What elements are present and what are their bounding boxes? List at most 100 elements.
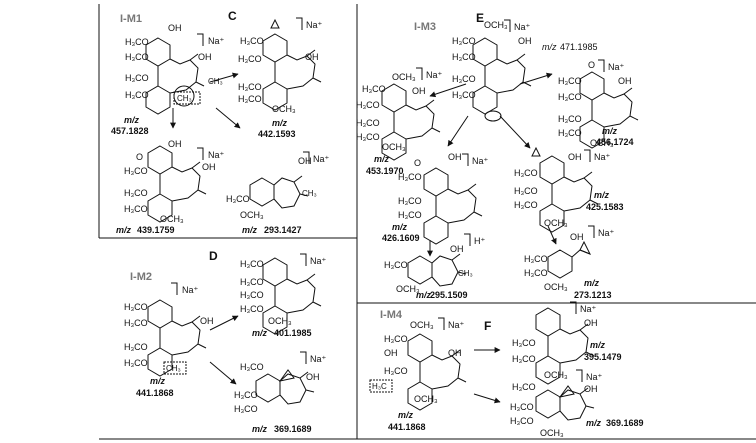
panel-f-letter: F bbox=[484, 319, 491, 333]
panel-f: I-M4 F OCH₃ Na⁺ H₃CO OH OH H₃CO H₃C OCH₃… bbox=[369, 301, 644, 438]
panel-d-compound-id: I-M2 bbox=[130, 271, 152, 283]
ion-na: Na⁺ bbox=[310, 354, 327, 364]
label-och3: OCH₃ bbox=[160, 214, 184, 224]
panel-c-letter: C bbox=[228, 9, 237, 23]
label-h3co: H₃CO bbox=[512, 354, 536, 364]
panel-e-product-426 bbox=[423, 167, 483, 245]
arrow-e-to-456 bbox=[519, 72, 553, 85]
label-ch3: CH₃ bbox=[208, 77, 223, 86]
panel-f-compound-id: I-M4 bbox=[380, 309, 403, 321]
label-och3: OCH₃ bbox=[382, 142, 406, 152]
label-h3co: H₃CO bbox=[558, 76, 582, 86]
label-oh: OH bbox=[168, 139, 182, 149]
arrow-c-to-293 bbox=[215, 107, 241, 129]
panel-c-compound-id: I-M1 bbox=[120, 13, 142, 25]
label-h3co: H₃CO bbox=[125, 52, 149, 62]
panel-c-mz-442: 442.1593 bbox=[258, 129, 296, 139]
panel-e: I-M3 E OCH₃ Na⁺ H₃CO OH m/z 471.1985 H₃C… bbox=[356, 11, 639, 300]
label-h3co: H₃CO bbox=[512, 338, 536, 348]
label-oh: OH bbox=[584, 318, 598, 328]
label-h3co: H₃CO bbox=[398, 196, 422, 206]
mz-label: m/z bbox=[590, 340, 606, 350]
label-och3: OCH₃ bbox=[544, 370, 568, 380]
arrow-e-to-425 bbox=[499, 115, 531, 149]
ion-na: Na⁺ bbox=[306, 20, 323, 30]
panel-c: I-M1 C OH H₃CO H₃CO OH CH₃ H₃CO H₃CO Na⁺… bbox=[111, 9, 330, 235]
label-h3co: H₃CO bbox=[240, 362, 264, 372]
label-och3: OCH₃ bbox=[392, 72, 416, 82]
label-h3co: H₃CO bbox=[512, 382, 536, 392]
loss-site-ellipse bbox=[484, 110, 502, 122]
label-h3co: H₃CO bbox=[226, 194, 250, 204]
label-h3co: H₃CO bbox=[558, 114, 582, 124]
label-h3co: H₃CO bbox=[356, 132, 380, 142]
label-och3: OCH₃ bbox=[272, 104, 296, 114]
label-h3co: H₃CO bbox=[398, 210, 422, 220]
panel-e-product-425 bbox=[531, 146, 599, 233]
label-h3co: H₃CO bbox=[238, 54, 262, 64]
ion-na: Na⁺ bbox=[313, 154, 330, 164]
label-h3co: H₃CO bbox=[384, 334, 408, 344]
mz-label: m/z bbox=[602, 126, 618, 136]
ion-na: Na⁺ bbox=[472, 156, 489, 166]
panel-d-mz-precursor: 441.1868 bbox=[136, 388, 174, 398]
label-oh: OH bbox=[450, 244, 464, 254]
panel-c-mz-precursor: 457.1828 bbox=[111, 126, 149, 136]
label-och3: OCH₃ bbox=[410, 320, 434, 330]
arrow-e-to-453 bbox=[429, 83, 467, 98]
panel-c-mz-439: 439.1759 bbox=[137, 225, 175, 235]
label-h3co: H₃CO bbox=[510, 416, 534, 426]
panel-e-product-273 bbox=[547, 240, 592, 279]
label-h3co: H₃CO bbox=[384, 366, 408, 376]
label-oh: OH bbox=[384, 348, 398, 358]
label-h3co: H₃CO bbox=[240, 277, 264, 287]
panel-d: I-M2 D Na⁺ H₃CO H₃CO OH H₃CO H₃CO CH₃ m/… bbox=[124, 249, 327, 434]
arrow-d-to-401 bbox=[209, 315, 239, 331]
ion-na: Na⁺ bbox=[426, 70, 443, 80]
label-h3co: H₃CO bbox=[452, 74, 476, 84]
ion-na: Na⁺ bbox=[580, 304, 597, 314]
panel-e-letter: E bbox=[476, 11, 484, 25]
label-oh: OH bbox=[570, 232, 584, 242]
ion-na: Na⁺ bbox=[310, 256, 327, 266]
mz-label: m/z bbox=[252, 424, 268, 434]
boxed-group bbox=[163, 361, 187, 375]
mz-label: m/z bbox=[594, 190, 610, 200]
label-och3: OCH₃ bbox=[544, 282, 568, 292]
label-h3co: H₃CO bbox=[124, 318, 148, 328]
label-h3co: H₃CO bbox=[124, 342, 148, 352]
panel-e-mz-426: 426.1609 bbox=[382, 233, 420, 243]
panel-e-mz-295: 295.1509 bbox=[430, 290, 468, 300]
label-h3co: H₃CO bbox=[558, 128, 582, 138]
label-oh: OH bbox=[298, 156, 312, 166]
ion-na: Na⁺ bbox=[448, 320, 465, 330]
label-och3: OCH₃ bbox=[590, 138, 614, 148]
label-h3co: H₃CO bbox=[356, 100, 380, 110]
label-oh: OH bbox=[168, 23, 182, 33]
label-oh: OH bbox=[200, 316, 214, 326]
label-ch3-boxed: CH₃ bbox=[177, 94, 192, 103]
label-oh: OH bbox=[412, 86, 426, 96]
label-oh: OH bbox=[618, 76, 632, 86]
mz-label: m/z bbox=[374, 154, 390, 164]
label-h3co: H₃CO bbox=[234, 404, 258, 414]
label-och3: OCH₃ bbox=[484, 20, 508, 30]
label-och3: OCH₃ bbox=[396, 284, 420, 294]
label-h3co: H₃CO bbox=[240, 259, 264, 269]
mz-label: m/z bbox=[398, 410, 414, 420]
label-h3co: H₃CO bbox=[384, 260, 408, 270]
label-oh: OH bbox=[306, 372, 320, 382]
label-ch3: CH₃ bbox=[302, 189, 317, 198]
label-h3co: H₃CO bbox=[362, 84, 386, 94]
panel-c-product-439 bbox=[147, 145, 207, 223]
label-h3co: H₃CO bbox=[524, 254, 548, 264]
label-h3co: H₃CO bbox=[238, 82, 262, 92]
ion-na: Na⁺ bbox=[586, 372, 603, 382]
panel-d-letter: D bbox=[209, 249, 218, 263]
label-h3co: H₃CO bbox=[124, 166, 148, 176]
label-o: O bbox=[588, 60, 595, 70]
ion-na: Na⁺ bbox=[208, 150, 225, 160]
label-h3co: H₃CO bbox=[514, 186, 538, 196]
panel-e-compound-id: I-M3 bbox=[414, 21, 436, 33]
